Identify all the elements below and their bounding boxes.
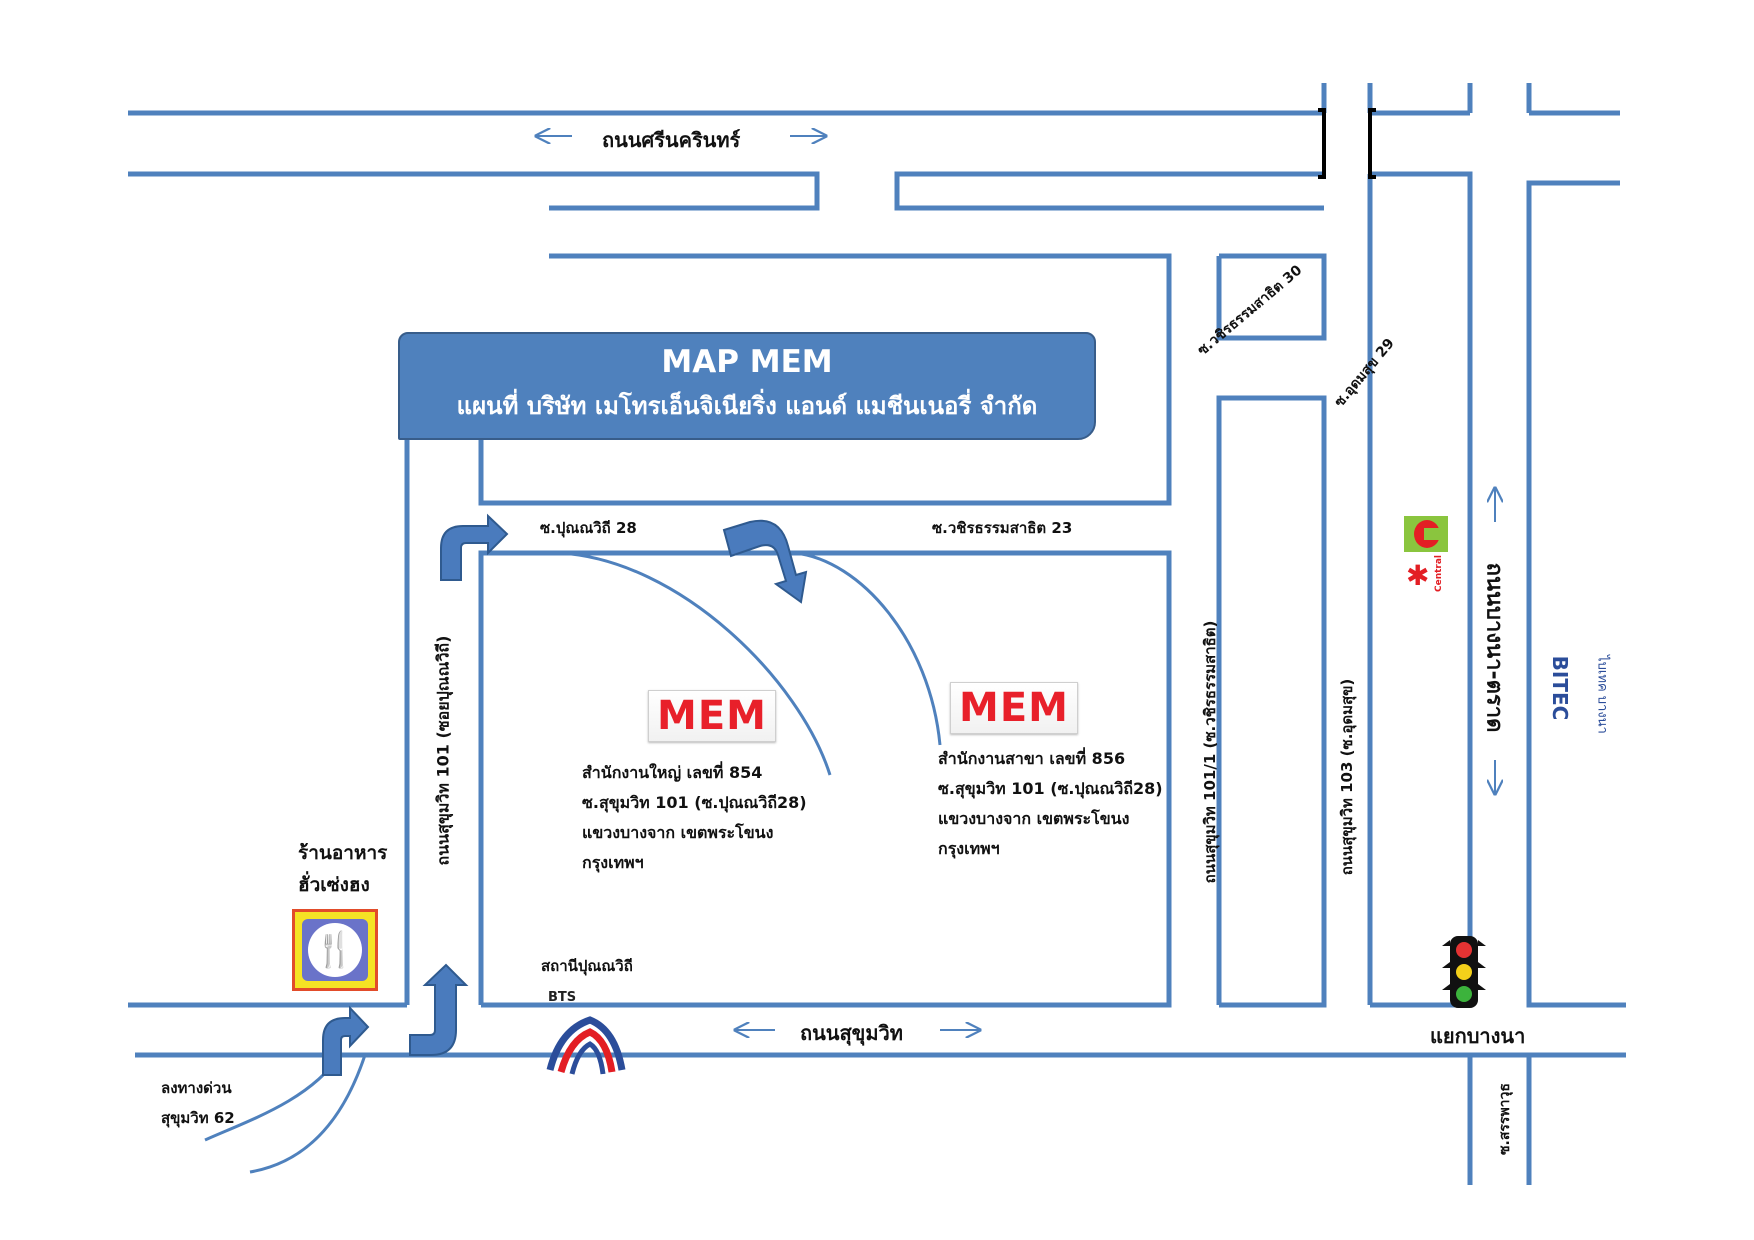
address-branch-line1: สำนักงานสาขา เลขที่ 856 (938, 749, 1126, 768)
label-srinakarin: ถนนศรีนครินทร์ (602, 128, 741, 152)
label-expressway-line1: ลงทางด่วน (161, 1079, 232, 1097)
big-c-logo-icon (1404, 516, 1448, 552)
label-soi-punnawithi28: ซ.ปุณณวิถี 28 (540, 519, 637, 537)
label-sukhumvit101-1: ถนนสุขุมวิท 101/1 (ซ.วชิรธรรมสาธิต) (1201, 620, 1219, 884)
road-curve-2 (794, 551, 942, 746)
route-arrow-3 (440, 513, 509, 581)
bitec-sub: ไบเทค บางนา (1594, 655, 1610, 734)
address-head-office: สำนักงานใหญ่ เลขที่ 854 ซ.สุขุมวิท 101 (… (582, 758, 807, 878)
road-101-1-block (1216, 395, 1327, 1008)
route-arrow-1 (322, 1005, 370, 1076)
road-bangna-right (1526, 180, 1626, 1008)
road-bangna-left (1370, 208, 1473, 1008)
bitec-text: BITEC (1548, 655, 1572, 721)
label-restaurant-line2: ฮั่วเซ่งฮง (298, 874, 370, 896)
road-curve-1 (559, 551, 832, 776)
address-branch-office: สำนักงานสาขา เลขที่ 856 ซ.สุขุมวิท 101 (… (938, 744, 1163, 864)
bitec-logo-icon: BITEC ไบเทค บางนา (1540, 636, 1610, 752)
address-head-line4: กรุงเทพฯ (582, 853, 644, 872)
road-srinakarin-bottom-right (894, 171, 1324, 211)
title-main: MAP MEM (661, 344, 833, 380)
address-head-line1: สำนักงานใหญ่ เลขที่ 854 (582, 763, 763, 782)
road-soi30-block (1216, 253, 1327, 341)
mem-logo-branch: MEM (950, 682, 1078, 734)
label-bts-logo: BTS (548, 990, 577, 1005)
mem-logo-head: MEM (648, 690, 776, 742)
label-bangna-junction: แยกบางนา (1430, 1024, 1526, 1048)
route-arrow-2 (409, 963, 469, 1056)
label-soi-wachira23: ซ.วชิรธรรมสาธิต 23 (932, 519, 1073, 537)
label-bangna-trad: ถนนบางนา-ตราด (1481, 562, 1507, 733)
restaurant-icon: 🍴 (292, 909, 378, 991)
title-box: MAP MEM แผนที่ บริษัท เมโทรเอ็นจิเนียริ่… (398, 332, 1096, 440)
bridge-mark-left (1318, 108, 1326, 179)
label-soi-sanphawut: ซ.สรรพาวุธ (1497, 1083, 1513, 1155)
label-bts-station: สถานีปุณณวิถี (541, 957, 633, 975)
traffic-light-icon (1442, 936, 1486, 1008)
label-sukhumvit103: ถนนสุขุมวิท 103 (ซ.อุดมสุข) (1338, 678, 1356, 876)
address-branch-line3: แขวงบางจาก เขตพระโขนง (938, 809, 1130, 828)
bridge-mark-right (1368, 108, 1376, 179)
address-head-line2: ซ.สุขุมวิท 101 (ซ.ปุณณวิถี28) (582, 793, 807, 812)
road-expressway-2 (249, 1054, 367, 1174)
road-soi101-right-block (478, 550, 1172, 1008)
address-head-line3: แขวงบางจาก เขตพระโขนง (582, 823, 774, 842)
road-srinakarin-right-stub (1370, 171, 1473, 208)
route-arrow-4 (722, 519, 808, 604)
address-branch-line2: ซ.สุขุมวิท 101 (ซ.ปุณณวิถี28) (938, 779, 1163, 798)
central-label: Central (1434, 554, 1444, 592)
label-restaurant-line1: ร้านอาหาร (298, 842, 388, 864)
label-sukhumvit101: ถนนสุขุมวิท 101 (ซอยปุณณวิถี) (433, 635, 453, 866)
label-expressway-line2: สุขุมวิท 62 (161, 1109, 235, 1127)
road-srinakarin-bottom-left (128, 171, 820, 211)
address-branch-line4: กรุงเทพฯ (938, 839, 1000, 858)
bts-logo-icon (546, 1016, 626, 1075)
road-block-upper (478, 253, 1172, 506)
title-sub: แผนที่ บริษัท เมโทรเอ็นจิเนียริ่ง แอนด์ … (456, 392, 1038, 420)
central-logo-icon: ✱ Central (1406, 554, 1444, 592)
label-sukhumvit: ถนนสุขุมวิท (800, 1021, 903, 1045)
